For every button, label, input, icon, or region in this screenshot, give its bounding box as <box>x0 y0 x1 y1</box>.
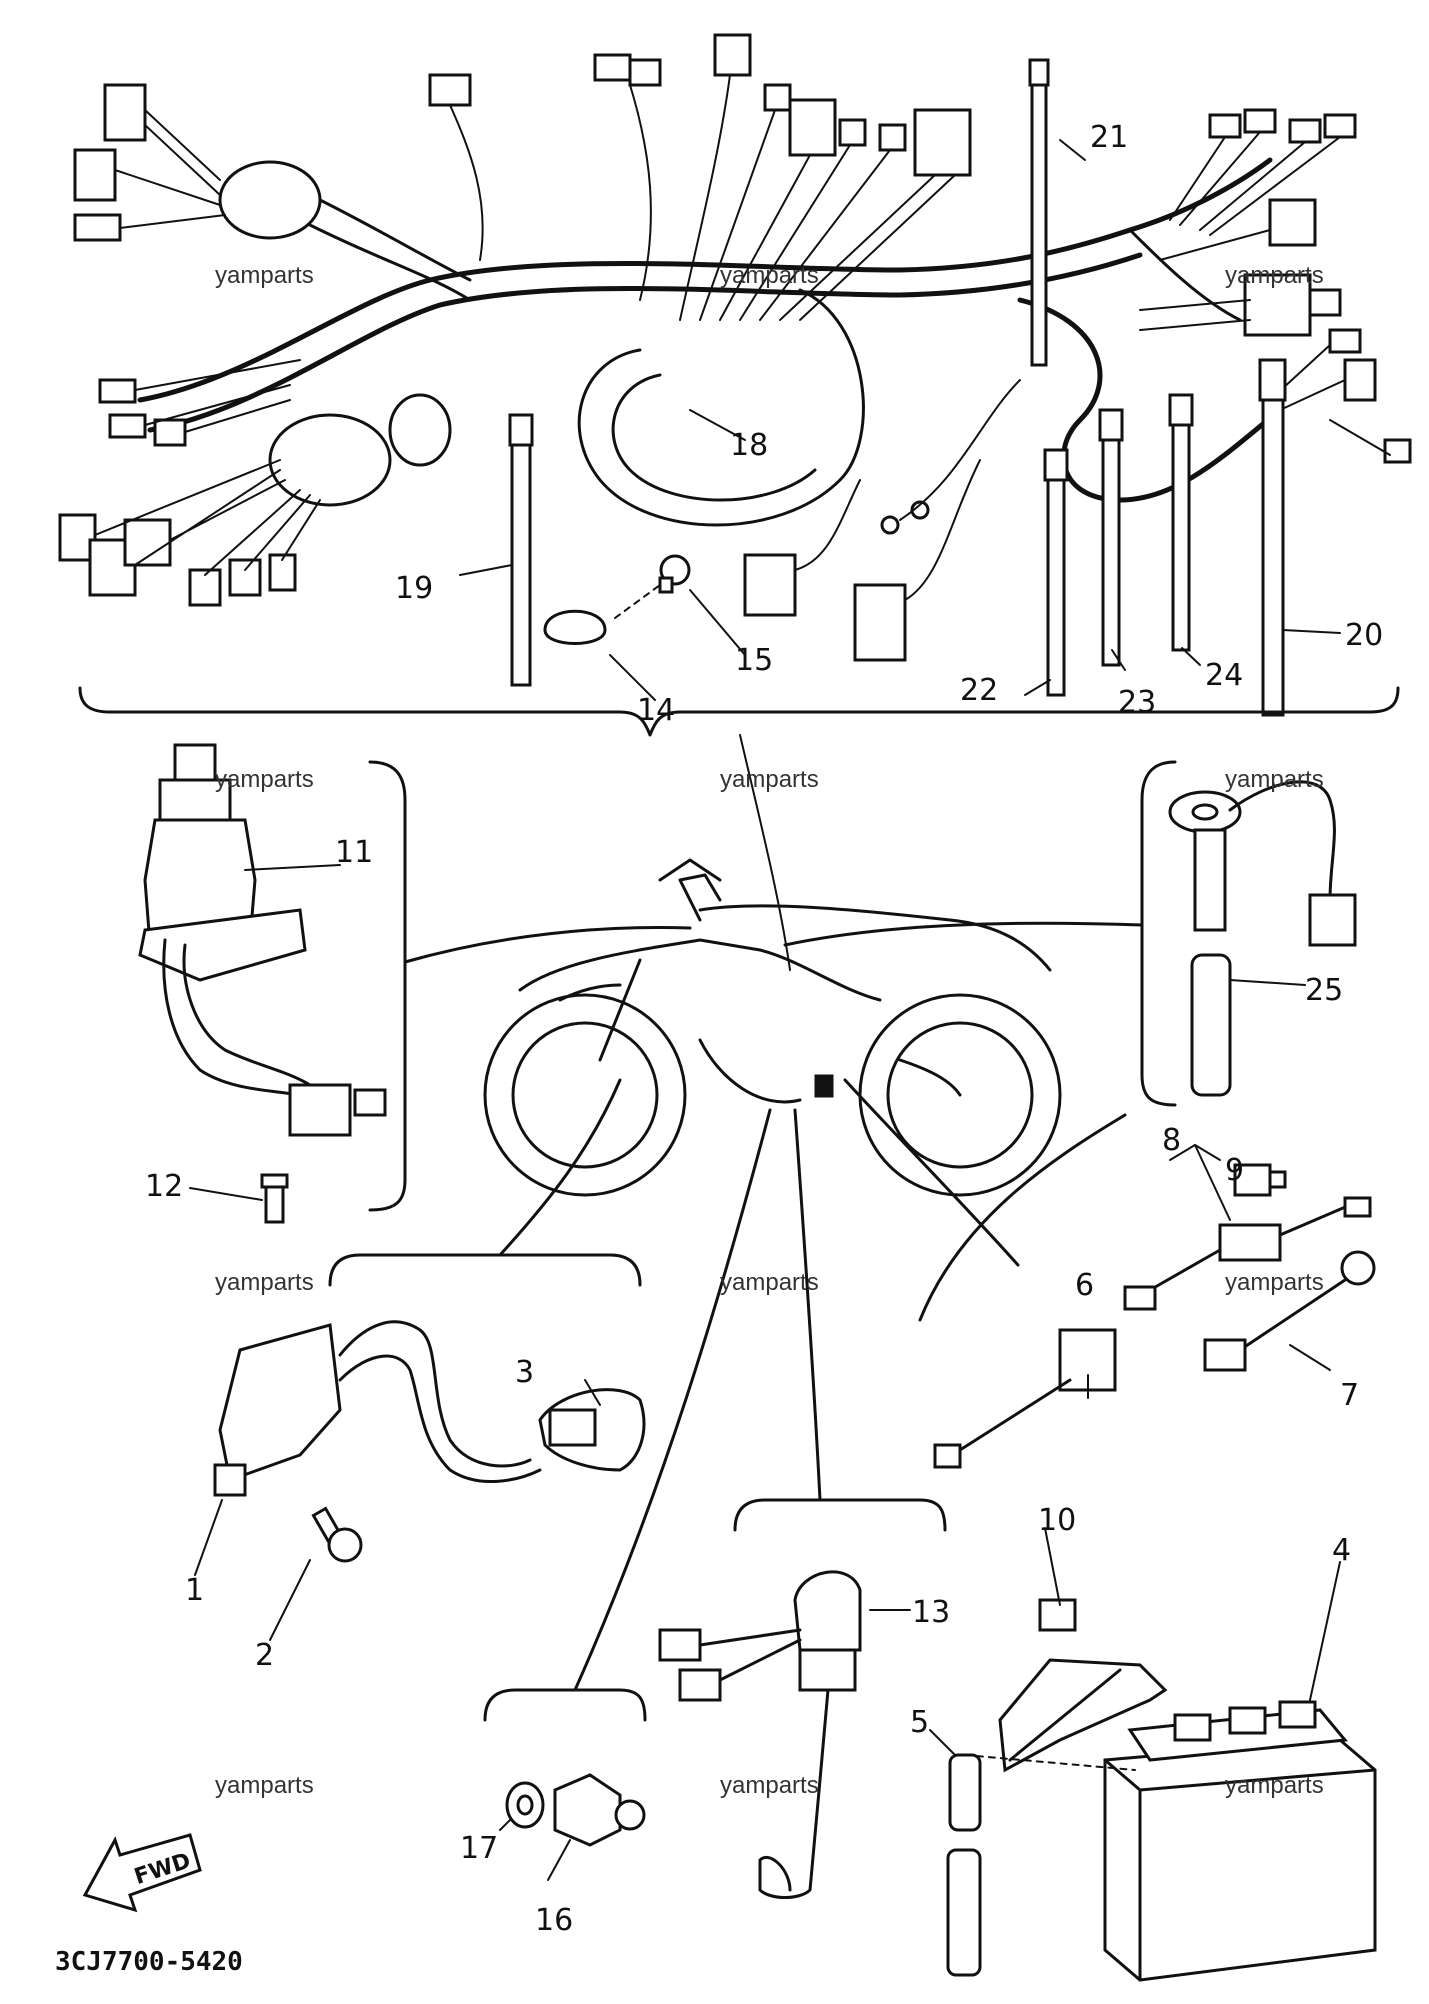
watermark: yamparts <box>720 766 819 793</box>
relay-8-callout-bracket <box>1169 1144 1231 1221</box>
switch-13-bracket <box>733 1498 947 1532</box>
relay-assembly-8 <box>1123 1196 1372 1311</box>
leader-coil <box>498 1078 622 1257</box>
callout-22: 22 <box>960 673 998 708</box>
callout-12: 12 <box>145 1169 183 1204</box>
watermark: yamparts <box>215 766 314 793</box>
thermo-switch-7 <box>1203 1250 1376 1372</box>
bolt-2 <box>311 1506 363 1563</box>
fuel-sender-25 <box>1168 780 1357 1097</box>
breather-pipe-5 <box>946 1753 1136 1977</box>
cable-tie-21 <box>1028 58 1050 367</box>
watermark: yamparts <box>720 262 819 289</box>
callout-2: 2 <box>255 1638 274 1673</box>
washer-17 <box>505 1781 545 1829</box>
callout-8: 8 <box>1162 1123 1181 1158</box>
watermarks: yamparts yamparts yamparts yamparts yamp… <box>215 262 1324 1799</box>
watermark: yamparts <box>1225 262 1324 289</box>
cable-tie-23 <box>1098 408 1124 667</box>
watermark: yamparts <box>1225 1772 1324 1799</box>
cable-tie-19 <box>508 413 534 687</box>
callout-20: 20 <box>1345 618 1383 653</box>
callout-17: 17 <box>460 1831 498 1866</box>
callout-13: 13 <box>912 1595 950 1630</box>
leader-switch-16 <box>573 1108 772 1692</box>
callout-19: 19 <box>395 571 433 606</box>
ignition-coil-bracket <box>328 1253 642 1287</box>
watermark: yamparts <box>215 262 314 289</box>
battery-4 <box>1103 1700 1377 1982</box>
callout-23: 23 <box>1118 685 1156 720</box>
watermark: yamparts <box>215 1269 314 1296</box>
callout-9: 9 <box>1225 1153 1244 1188</box>
watermark: yamparts <box>720 1772 819 1799</box>
wire-harness <box>58 33 1412 662</box>
leader-switch-13 <box>793 1108 822 1502</box>
main-switch-bracket <box>368 760 407 1212</box>
screw-12 <box>260 1173 289 1224</box>
callout-18: 18 <box>730 428 768 463</box>
forward-arrow-icon: FWD <box>82 1833 202 1913</box>
cable-tie-20 <box>1258 358 1287 717</box>
spark-plug-cap-3 <box>538 1388 646 1472</box>
callout-25: 25 <box>1305 973 1343 1008</box>
main-switch-11 <box>138 743 387 1137</box>
watermark: yamparts <box>1225 766 1324 793</box>
callout-21: 21 <box>1090 120 1128 155</box>
wire-clamp-14 <box>543 609 607 645</box>
thermo-unit-9 <box>1233 1163 1287 1197</box>
watermark: yamparts <box>215 1772 314 1799</box>
cable-tie-24 <box>1168 393 1194 652</box>
callout-6: 6 <box>1075 1268 1094 1303</box>
cable-tie-22 <box>1043 448 1069 697</box>
diagram-part-code: 3CJ7700-5420 <box>55 1947 243 1977</box>
callout-15: 15 <box>735 643 773 678</box>
watermark: yamparts <box>1225 1269 1324 1296</box>
fuel-sender-bracket <box>1140 760 1177 1107</box>
leader-ignition <box>403 925 692 964</box>
battery-band-10 <box>998 1598 1168 1773</box>
watermark: yamparts <box>720 1269 819 1296</box>
callout-1: 1 <box>185 1573 204 1608</box>
callout-16: 16 <box>535 1903 573 1938</box>
leader-relay-8 <box>918 1113 1127 1322</box>
callout-14: 14 <box>637 693 675 728</box>
ignition-coil-1 <box>213 1320 542 1497</box>
switch-16 <box>553 1773 646 1847</box>
callout-7: 7 <box>1340 1378 1359 1413</box>
motorcycle-outline <box>483 858 1062 1197</box>
callout-3: 3 <box>515 1355 534 1390</box>
leader-fuel-sender <box>783 921 1144 947</box>
leader-harness <box>739 734 791 971</box>
callout-10: 10 <box>1038 1503 1076 1538</box>
callout-24: 24 <box>1205 658 1243 693</box>
switch-13 <box>658 1570 862 1899</box>
bolt-15 <box>658 554 691 594</box>
callout-4: 4 <box>1332 1533 1351 1568</box>
callout-5: 5 <box>910 1705 929 1740</box>
callout-numbers: 1 2 3 4 5 6 7 8 9 10 11 12 13 14 15 16 1… <box>145 120 1383 1938</box>
callout-leaders <box>189 139 1341 1881</box>
harness-group-bracket <box>78 686 1400 737</box>
switch-16-bracket <box>483 1688 647 1722</box>
leader-sensor-6 <box>843 1078 1020 1267</box>
callout-11: 11 <box>335 835 373 870</box>
